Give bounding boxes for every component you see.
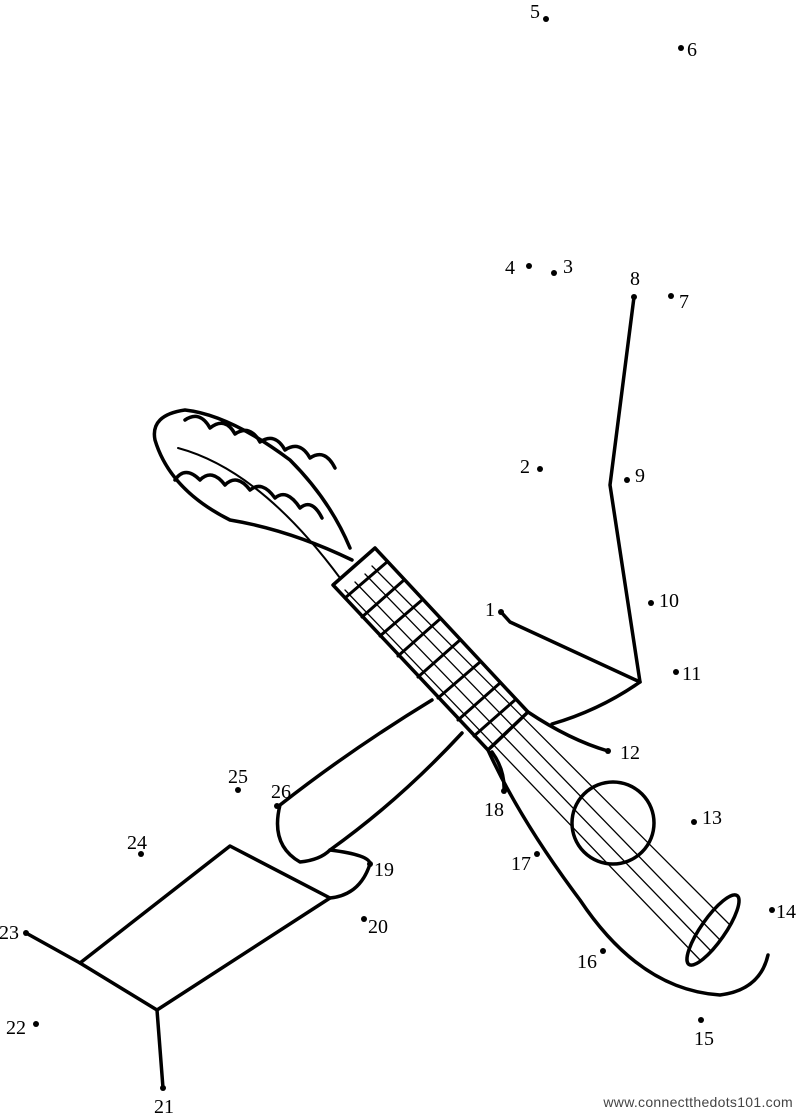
dot-number: 11 [682,663,701,685]
dot-number: 26 [271,781,291,803]
dot-point[interactable] [367,861,373,867]
dot-number: 13 [702,807,722,829]
dot-point[interactable] [698,1017,704,1023]
guitar-body [486,748,770,997]
dot-12[interactable]: 12 [605,742,640,764]
dot-10[interactable]: 10 [648,590,679,612]
dot-19[interactable]: 19 [367,859,394,881]
dot-7[interactable]: 7 [668,291,689,313]
dot-point[interactable] [600,948,606,954]
dot-number: 15 [694,1028,714,1050]
dot-number: 10 [659,590,679,612]
headstock-inner [177,447,341,579]
dot-point[interactable] [648,600,654,606]
dot-point[interactable] [361,916,367,922]
dot-number: 5 [530,1,540,23]
dot-16[interactable]: 16 [577,948,606,973]
dot-point[interactable] [691,819,697,825]
dot-point[interactable] [534,851,540,857]
site-url[interactable]: www.connectthedots101.com [603,1094,793,1110]
dot-number: 23 [0,922,19,944]
dot-number: 2 [520,456,530,478]
dot-point[interactable] [673,669,679,675]
guitar-strings [344,565,731,961]
dot-point[interactable] [678,45,684,51]
dot-point[interactable] [537,466,543,472]
dot-point[interactable] [160,1085,166,1091]
headstock-pegs-top [183,414,337,470]
dot-8[interactable]: 8 [630,268,640,300]
headstock-pegs-bottom [173,470,324,520]
dot-25[interactable]: 25 [228,766,248,793]
dot-point[interactable] [624,477,630,483]
dot-number: 21 [154,1096,174,1114]
dot-point[interactable] [235,787,241,793]
dot-number: 12 [620,742,640,764]
dot-number: 6 [687,39,697,61]
dot-number: 7 [679,291,689,313]
dot-point[interactable] [668,293,674,299]
dot-point[interactable] [138,851,144,857]
dot-number: 8 [630,268,640,290]
sleeve [78,844,332,1012]
dot-4[interactable]: 4 [505,257,532,279]
dot-number: 25 [228,766,248,788]
dot-point[interactable] [631,294,637,300]
dot-9[interactable]: 9 [624,465,645,487]
dot-point[interactable] [33,1021,39,1027]
dot-2[interactable]: 2 [520,456,543,478]
dot-number: 1 [485,599,495,621]
dot-18[interactable]: 18 [484,788,507,821]
dot-21[interactable]: 21 [154,1085,174,1114]
guitar-headstock [152,408,354,562]
dot-number: 16 [577,951,597,973]
dot-15[interactable]: 15 [694,1017,714,1050]
dot-5[interactable]: 5 [530,1,549,23]
dot-point[interactable] [23,930,29,936]
sound-hole [570,780,656,866]
dot-point[interactable] [551,270,557,276]
guitar-frets [343,560,517,738]
finger-18 [490,750,506,793]
dot-11[interactable]: 11 [673,663,701,685]
dot-23[interactable]: 23 [0,922,29,944]
arm-line [499,295,642,684]
dot-13[interactable]: 13 [691,807,722,829]
dot-number: 4 [505,257,515,279]
dot-point[interactable] [769,907,775,913]
cuff [328,848,372,900]
dot-6[interactable]: 6 [678,39,697,61]
dot-point[interactable] [543,16,549,22]
dot-number: 19 [374,859,394,881]
dot-20[interactable]: 20 [361,916,388,938]
dot-number: 17 [511,853,531,875]
sleeve-line [550,680,642,726]
guitar-bottom [685,893,741,967]
dot-number: 3 [563,256,573,278]
dot-number: 20 [368,916,388,938]
guitar-neck [331,546,530,752]
dot-26[interactable]: 26 [271,781,291,809]
dot-point[interactable] [498,609,504,615]
dot-number: 18 [484,799,504,821]
lower-arm [275,698,464,864]
dot-point[interactable] [501,788,507,794]
dot-24[interactable]: 24 [127,832,147,857]
dot-1[interactable]: 1 [485,599,504,621]
guitar-body-upper [526,710,610,753]
dot-14[interactable]: 14 [769,901,796,923]
sleeve-21 [155,1008,165,1090]
dot-point[interactable] [605,748,611,754]
dot-number: 14 [776,901,796,923]
dot-17[interactable]: 17 [511,851,540,875]
dot-number: 24 [127,832,147,854]
dot-point[interactable] [526,263,532,269]
dot-3[interactable]: 3 [551,256,573,278]
dot-point[interactable] [274,803,280,809]
dot-number: 22 [6,1017,26,1039]
sleeve-23 [24,931,82,965]
dot-22[interactable]: 22 [6,1017,39,1039]
dot-number: 9 [635,465,645,487]
